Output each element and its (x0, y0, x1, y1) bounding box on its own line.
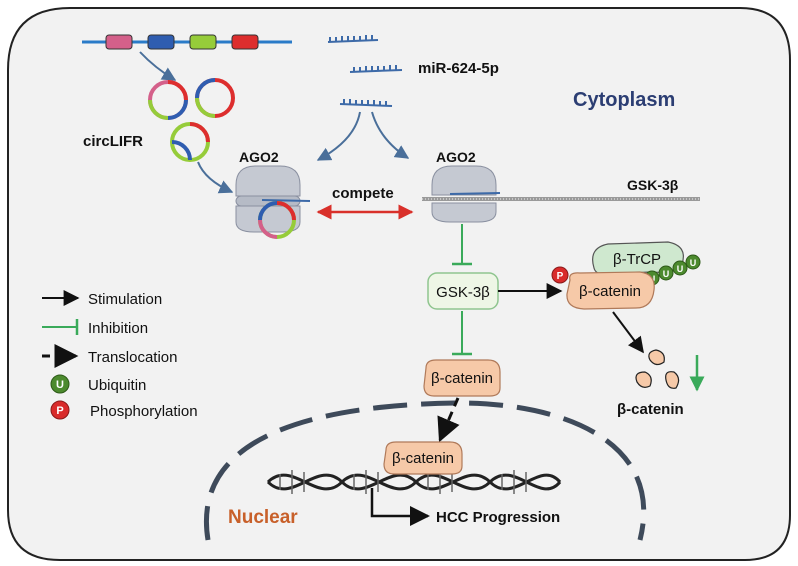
ago2-left-label: AGO2 (239, 149, 279, 165)
cytoplasm-label: Cytoplasm (573, 89, 675, 111)
lifr-gene (82, 34, 292, 50)
legend-ubiquitin-label: Ubiquitin (88, 377, 146, 394)
ago2-right-protein (431, 165, 497, 223)
legend-phosphorylation-label: Phosphorylation (90, 403, 198, 420)
ago2-left-bound-mirna (261, 199, 311, 202)
degraded-bcatenin-label: β-catenin (617, 401, 684, 418)
gsk3b-protein-label: GSK-3β (436, 284, 490, 301)
phospho-mark-label: P (557, 271, 564, 282)
nuclear-bcatenin-protein (383, 441, 463, 475)
phospho-bcatenin-label: β-catenin (579, 283, 641, 300)
phospho-bcatenin-protein (566, 271, 655, 310)
circrna-ring (195, 78, 235, 118)
legend: Stimulation Inhibition Translocation U U… (42, 290, 198, 420)
mirna-to-left-ago2-arrow (316, 111, 361, 161)
degraded-bcatenin-fragments (635, 349, 680, 389)
translocation-arrow (437, 397, 460, 443)
legend-phospho-icon (50, 400, 70, 420)
ago2-right-label: AGO2 (436, 149, 476, 165)
compete-label: compete (332, 185, 394, 202)
degradation-arrow (612, 311, 644, 354)
mirna-label: miR-624-5p (418, 60, 499, 77)
circrna-label: circLIFR (83, 133, 143, 150)
bcatenin-label: β-catenin (431, 370, 493, 387)
bcatenin-protein (423, 359, 501, 397)
dna-helix (266, 470, 562, 494)
legend-inhibition-label: Inhibition (88, 320, 148, 337)
nuclear-bcatenin-label: β-catenin (392, 450, 454, 467)
ubiquitin-mark: U (677, 264, 684, 274)
legend-stimulation-label: Stimulation (88, 291, 162, 308)
ago2-left-protein (235, 165, 301, 233)
legend-translocation-label: Translocation (88, 349, 178, 366)
circrna-ring (170, 122, 210, 162)
nuclear-label: Nuclear (228, 507, 298, 528)
legend-ubiquitin-icon (50, 374, 70, 394)
hcc-progression-label: HCC Progression (436, 509, 560, 526)
mirna-strands (327, 35, 403, 107)
gene-to-circrna-arrow (139, 51, 177, 81)
cell-membrane (7, 7, 791, 561)
btrcp-label: β-TrCP (613, 251, 661, 268)
hcc-progression-arrow (370, 488, 430, 526)
circrna-ring (258, 201, 296, 239)
legend-phospho-icon-label: P (56, 405, 63, 417)
gsk3b-mrna-label: GSK-3β (627, 177, 679, 193)
ago2-right-bound-mirna (449, 192, 501, 195)
circrna-to-ago2-arrow (197, 161, 234, 194)
ubiquitin-mark: U (690, 258, 697, 268)
ubiquitin-mark: U (663, 269, 670, 279)
legend-ubiquitin-icon-label: U (56, 379, 64, 391)
circrna-ring (148, 80, 188, 120)
mirna-to-right-ago2-arrow (371, 111, 410, 159)
phospho-mark (551, 266, 569, 284)
